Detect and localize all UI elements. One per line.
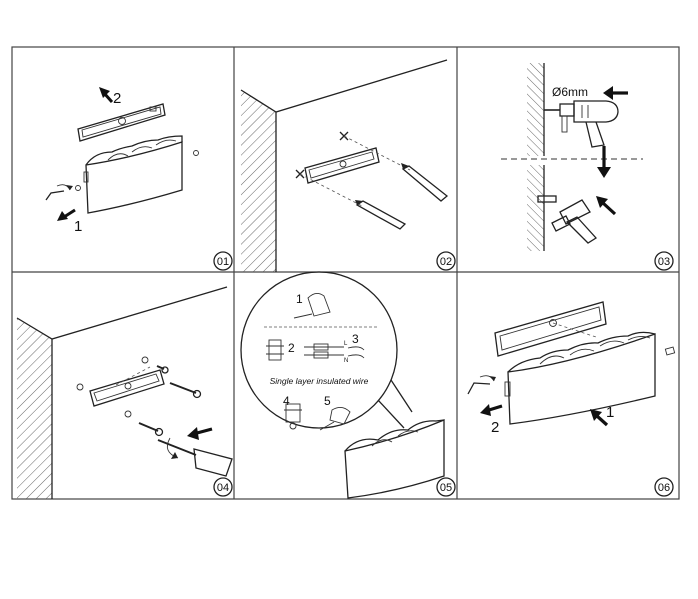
panel-03: Ø6mm 03 bbox=[501, 63, 674, 271]
grid-frame bbox=[11, 46, 680, 500]
screwdriver bbox=[157, 437, 233, 477]
mounting-plate bbox=[494, 301, 607, 357]
next-step-arrow bbox=[597, 146, 611, 178]
wall-section-upper bbox=[527, 63, 544, 156]
panel-04: 04 bbox=[16, 286, 233, 499]
wiring-step-5: 5 bbox=[324, 394, 331, 408]
screw bbox=[138, 422, 164, 437]
terminal-label-l: L bbox=[344, 341, 348, 347]
wiring-step-3: 3 bbox=[352, 332, 359, 346]
panel-number: 03 bbox=[658, 256, 670, 268]
wire-type-label: Single layer insulated wire bbox=[270, 376, 369, 386]
panel-number: 02 bbox=[440, 256, 452, 268]
wiring-step-4: 4 bbox=[283, 394, 290, 408]
panel-number-badge bbox=[654, 251, 674, 271]
step-arrow-2 bbox=[480, 404, 503, 416]
hex-key bbox=[467, 375, 496, 395]
panel-05: 1 2 3 L N Single layer insulated wire 4 bbox=[240, 271, 456, 499]
mounting-plate bbox=[89, 369, 165, 407]
step-arrow-2 bbox=[99, 87, 114, 103]
screw bbox=[169, 382, 202, 399]
panel-number: 04 bbox=[217, 482, 229, 494]
step-label-2: 2 bbox=[113, 90, 121, 107]
lamp-body bbox=[504, 331, 656, 425]
hex-key bbox=[45, 184, 73, 201]
panel-06: 2 1 06 bbox=[467, 301, 676, 497]
step-arrow-1 bbox=[590, 409, 609, 427]
panel-number: 06 bbox=[658, 482, 670, 494]
lamp-body bbox=[344, 419, 445, 499]
drill-mark-crosses bbox=[295, 131, 349, 179]
power-drill bbox=[544, 100, 619, 148]
pencil-tool bbox=[355, 200, 407, 230]
step-label-1: 1 bbox=[606, 404, 614, 421]
panel-number-badge bbox=[436, 251, 456, 271]
wall-top-edge bbox=[16, 286, 228, 340]
terminal-label-n: N bbox=[344, 358, 348, 364]
panel-number-badge bbox=[654, 477, 674, 497]
grub-screw bbox=[664, 346, 676, 356]
mounting-plate bbox=[77, 103, 166, 142]
terminal-tighten-icon bbox=[284, 403, 302, 430]
panel-number-badge bbox=[213, 477, 233, 497]
wall-plug bbox=[141, 356, 149, 364]
wire-connection-icon bbox=[304, 343, 365, 359]
strike-arrow bbox=[596, 196, 617, 216]
wall-plug bbox=[76, 383, 84, 391]
panel-number: 01 bbox=[217, 256, 229, 268]
wiring-step-2: 2 bbox=[288, 341, 295, 355]
detail-magnifier bbox=[240, 271, 398, 429]
mounting-plate bbox=[304, 147, 380, 184]
panel-number: 05 bbox=[440, 482, 452, 494]
wall-side-hatch bbox=[17, 318, 52, 499]
wall-plug bbox=[537, 195, 557, 203]
panel-number-badge bbox=[436, 477, 456, 497]
panel-01: 2 1 01 bbox=[45, 87, 233, 271]
panel-number-badge bbox=[213, 251, 233, 271]
grub-screw bbox=[75, 185, 81, 191]
wall-top-edge bbox=[240, 59, 448, 113]
step-arrow-1 bbox=[57, 208, 76, 221]
screw-dot bbox=[193, 150, 199, 156]
push-arrow bbox=[603, 86, 628, 100]
drill-size-label: Ø6mm bbox=[552, 85, 588, 99]
panel-02: 02 bbox=[240, 59, 456, 272]
connector-remove-icon bbox=[293, 293, 331, 319]
pencil-tool bbox=[401, 163, 449, 202]
step-label-2: 2 bbox=[491, 419, 499, 436]
push-arrow bbox=[187, 427, 213, 440]
step-label-1: 1 bbox=[74, 218, 82, 235]
wall-section-lower bbox=[527, 165, 544, 251]
lamp-body bbox=[83, 135, 183, 214]
wall-side-hatch bbox=[241, 90, 276, 272]
wiring-step-1: 1 bbox=[296, 292, 303, 306]
hammer bbox=[551, 199, 598, 244]
wall-plug bbox=[124, 410, 132, 418]
connector-close-icon bbox=[319, 407, 351, 431]
screw bbox=[156, 365, 169, 374]
terminal-block-icon bbox=[266, 339, 284, 361]
